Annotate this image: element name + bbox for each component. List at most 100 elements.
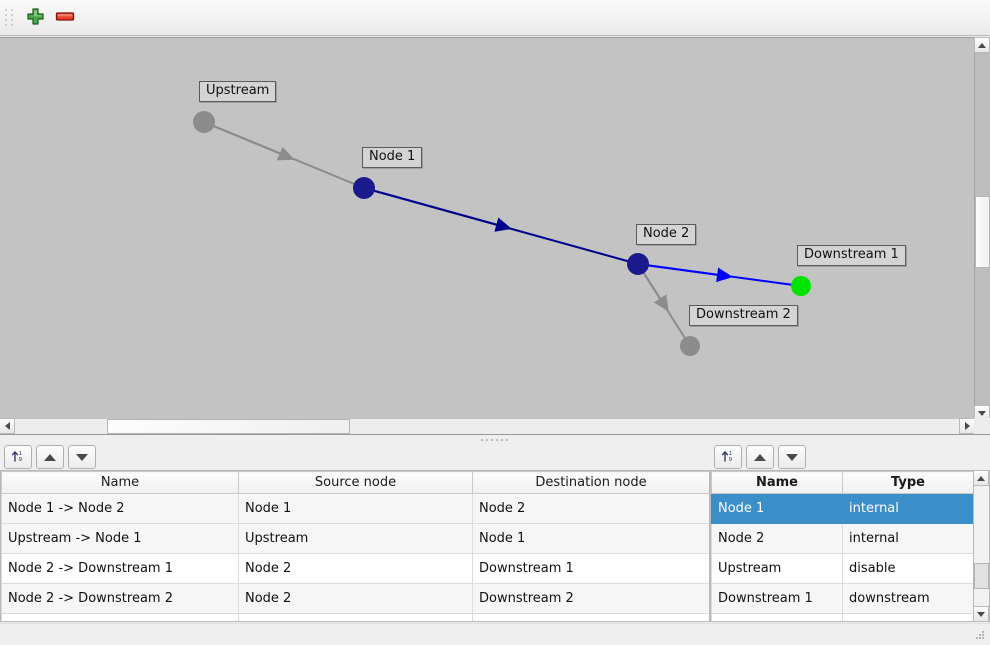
graph-node-node1[interactable] (353, 177, 375, 199)
nodes-move-down-button[interactable] (778, 445, 806, 469)
graph-node-upstream[interactable] (193, 111, 215, 133)
edges-cell-name: Node 1 -> Node 2 (1, 493, 239, 524)
graph-node-label-node2[interactable]: Node 2 (636, 224, 697, 245)
edges-table-header-row: Name Source node Destination node (1, 471, 709, 494)
svg-text:1: 1 (19, 451, 23, 457)
graph-edge-node2-downstream2 (637, 263, 691, 347)
nodes-column-header-name[interactable]: Name (711, 471, 843, 494)
nodes-panel: 1 9 Name Type (710, 444, 990, 622)
nodes-vertical-scroll-thumb[interactable] (974, 563, 989, 589)
table-row[interactable]: Downstream 1 downstream (711, 583, 973, 614)
nodes-column-header-type[interactable]: Type (842, 471, 973, 494)
table-row[interactable]: Upstream -> Node 1 Upstream Node 1 (1, 523, 709, 554)
canvas-scroll-right-button[interactable] (959, 418, 975, 434)
canvas-scroll-up-button[interactable] (974, 37, 990, 53)
nodes-table-empty-row (711, 613, 973, 621)
canvas-scroll-left-button[interactable] (0, 418, 15, 434)
canvas-vertical-scroll-thumb[interactable] (975, 196, 990, 268)
edges-panel-toolbar: 1 9 (0, 444, 710, 470)
triangle-down-icon (786, 453, 798, 461)
nodes-table-header-row: Name Type (711, 471, 973, 494)
nodes-table: Name Type Node 1 internal Node 2 interna… (711, 471, 973, 621)
edges-cell-name: Upstream -> Node 1 (1, 523, 239, 554)
triangle-left-icon (4, 422, 10, 430)
edges-table-container[interactable]: Name Source node Destination node Node 1… (0, 470, 710, 622)
table-row[interactable]: Upstream disable (711, 553, 973, 584)
splitter-grip-icon (481, 438, 509, 441)
graph-edge-node1-node2 (363, 187, 639, 265)
nodes-cell-type: internal (842, 523, 973, 554)
table-row[interactable]: Node 1 -> Node 2 Node 1 Node 2 (1, 493, 709, 524)
graph-canvas[interactable]: Upstream Node 1 Node 2 Downstream 1 Down… (0, 38, 974, 420)
triangle-right-icon (964, 422, 970, 430)
green-plus-icon (26, 7, 45, 29)
graph-node-downstream2[interactable] (680, 336, 700, 356)
nodes-cell-name: Upstream (711, 553, 843, 584)
drag-grip-icon[interactable] (3, 7, 15, 29)
canvas-horizontal-scrollbar[interactable] (0, 418, 975, 434)
edges-cell-destination: Downstream 1 (472, 553, 709, 584)
edges-column-header-destination[interactable]: Destination node (472, 471, 709, 494)
canvas-vertical-scrollbar[interactable] (974, 37, 990, 421)
graph-node-node2[interactable] (627, 253, 649, 275)
nodes-cell-name: Downstream 1 (711, 583, 843, 614)
edges-move-up-button[interactable] (36, 445, 64, 469)
triangle-up-icon (977, 475, 985, 481)
edges-cell-source: Upstream (238, 523, 473, 554)
edges-cell-name: Node 2 -> Downstream 2 (1, 583, 239, 614)
edges-column-header-source[interactable]: Source node (238, 471, 473, 494)
graph-node-label-upstream[interactable]: Upstream (199, 81, 277, 102)
nodes-scroll-up-button[interactable] (973, 470, 989, 486)
graph-node-label-downstream1[interactable]: Downstream 1 (797, 245, 906, 266)
main-toolbar (0, 0, 990, 36)
window-resize-grip-icon[interactable] (976, 631, 988, 643)
nodes-table-container[interactable]: Name Type Node 1 internal Node 2 interna… (710, 470, 974, 622)
edges-cell-source: Node 2 (238, 583, 473, 614)
graph-canvas-container: Upstream Node 1 Node 2 Downstream 1 Down… (0, 37, 990, 435)
panel-splitter[interactable] (0, 435, 990, 444)
svg-text:9: 9 (729, 457, 733, 463)
triangle-up-icon (44, 453, 56, 461)
nodes-sort-button[interactable]: 1 9 (714, 445, 742, 469)
nodes-cell-type: internal (842, 493, 973, 524)
triangle-up-icon (754, 453, 766, 461)
triangle-up-icon (978, 42, 986, 48)
nodes-panel-toolbar: 1 9 (710, 444, 990, 470)
svg-text:9: 9 (19, 457, 23, 463)
triangle-down-icon (977, 611, 985, 617)
edges-panel: 1 9 Name Source node Destination (0, 444, 710, 622)
edges-table: Name Source node Destination node Node 1… (1, 471, 709, 621)
sort-arrows-icon: 1 9 (10, 448, 26, 467)
edges-cell-source: Node 2 (238, 553, 473, 584)
table-row[interactable]: Node 2 -> Downstream 2 Node 2 Downstream… (1, 583, 709, 614)
table-row[interactable]: Node 2 internal (711, 523, 973, 554)
graph-node-downstream1[interactable] (791, 276, 811, 296)
add-node-button[interactable] (20, 4, 50, 32)
remove-node-button[interactable] (50, 4, 80, 32)
graph-edge-upstream-node1 (203, 121, 365, 189)
edges-column-header-name[interactable]: Name (1, 471, 239, 494)
nodes-cell-name: Node 2 (711, 523, 843, 554)
sort-arrows-icon: 1 9 (720, 448, 736, 467)
edges-table-empty-row (1, 613, 709, 621)
nodes-scroll-down-button[interactable] (973, 606, 989, 622)
scrollbar-corner (974, 418, 990, 434)
table-row[interactable]: Node 2 -> Downstream 1 Node 2 Downstream… (1, 553, 709, 584)
edges-sort-button[interactable]: 1 9 (4, 445, 32, 469)
nodes-vertical-scrollbar[interactable] (973, 470, 990, 622)
edges-move-down-button[interactable] (68, 445, 96, 469)
nodes-cell-name: Node 1 (711, 493, 843, 524)
graph-node-label-node1[interactable]: Node 1 (362, 147, 423, 168)
canvas-horizontal-scroll-thumb[interactable] (107, 419, 350, 434)
svg-text:1: 1 (729, 451, 733, 457)
nodes-cell-type: downstream (842, 583, 973, 614)
graph-svg (193, 111, 811, 356)
nodes-move-up-button[interactable] (746, 445, 774, 469)
edges-cell-destination: Node 2 (472, 493, 709, 524)
graph-node-label-downstream2[interactable]: Downstream 2 (689, 305, 798, 326)
edges-cell-destination: Downstream 2 (472, 583, 709, 614)
table-row[interactable]: Node 1 internal (711, 493, 973, 524)
edges-cell-destination: Node 1 (472, 523, 709, 554)
graph-edge-node2-downstream1 (637, 263, 802, 287)
